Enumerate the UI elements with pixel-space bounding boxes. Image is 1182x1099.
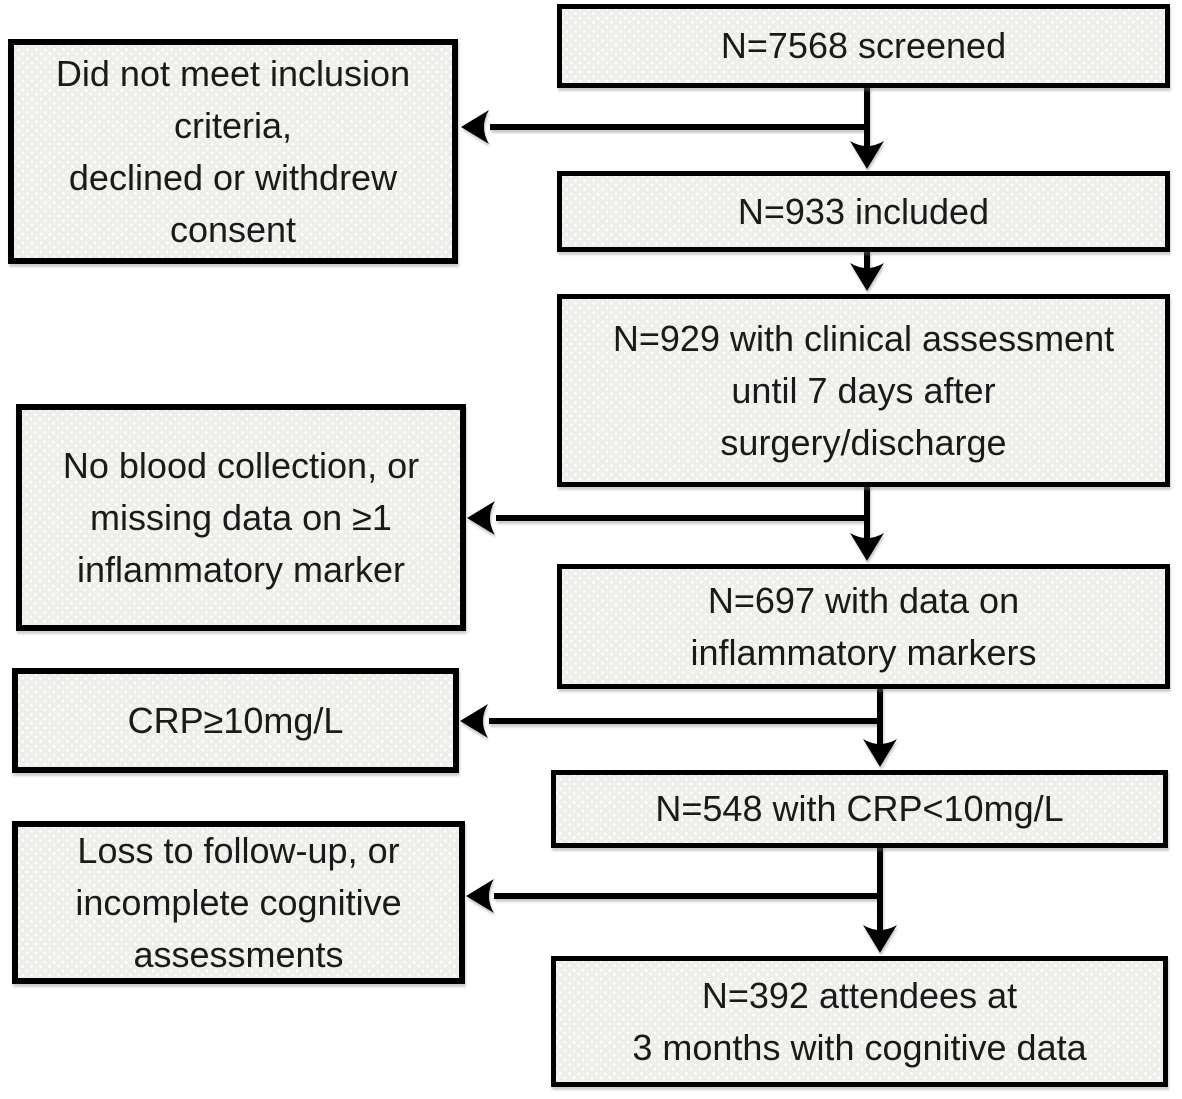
flow-box-inflammatory-data-label: N=697 with data on inflammatory markers xyxy=(690,579,1037,673)
flow-box-crp-low-label: N=548 with CRP<10mg/L xyxy=(655,788,1064,829)
flow-box-inflammatory-data: N=697 with data on inflammatory markers xyxy=(557,564,1170,689)
flow-box-clinical-assessment: N=929 with clinical assessment until 7 d… xyxy=(557,294,1170,487)
exclusion-box-not-included: Did not meet inclusion criteria, decline… xyxy=(8,39,458,264)
branch-arrow-to-no-blood-collection xyxy=(467,501,867,535)
arrow-screened-to-included xyxy=(850,84,884,169)
exclusion-box-crp-high: CRP≥10mg/L xyxy=(12,668,459,773)
branch-arrow-to-not-included xyxy=(461,110,867,144)
exclusion-box-not-included-label: Did not meet inclusion criteria, decline… xyxy=(55,52,411,250)
flow-box-screened-label: N=7568 screened xyxy=(720,25,1007,66)
branch-arrow-to-loss-to-follow-up xyxy=(466,879,880,913)
arrow-included-to-clinical-assessment xyxy=(850,248,884,291)
flow-box-crp-low: N=548 with CRP<10mg/L xyxy=(551,770,1168,848)
exclusion-box-crp-high-label: CRP≥10mg/L xyxy=(127,699,344,741)
flow-box-cognitive-data-label: N=392 attendees at 3 months with cogniti… xyxy=(632,974,1087,1068)
branch-arrow-to-crp-high xyxy=(460,704,880,738)
arrow-crp-low-to-cognitive-data xyxy=(863,845,897,953)
exclusion-box-no-blood-collection: No blood collection, or missing data on … xyxy=(16,404,466,631)
flow-box-screened: N=7568 screened xyxy=(557,4,1170,88)
arrow-clinical-to-inflammatory xyxy=(850,484,884,561)
exclusion-box-loss-to-follow-up: Loss to follow-up, or incomplete cogniti… xyxy=(12,821,465,984)
flow-box-included-label: N=933 included xyxy=(737,190,990,232)
flow-box-included: N=933 included xyxy=(557,171,1170,252)
exclusion-box-no-blood-collection-label: No blood collection, or missing data on … xyxy=(62,444,420,590)
arrow-inflammatory-to-crp-low xyxy=(863,685,897,767)
exclusion-box-loss-to-follow-up-label: Loss to follow-up, or incomplete cogniti… xyxy=(75,829,402,975)
flow-box-cognitive-data: N=392 attendees at 3 months with cogniti… xyxy=(551,956,1168,1087)
flow-box-clinical-assessment-label: N=929 with clinical assessment until 7 d… xyxy=(612,317,1115,463)
